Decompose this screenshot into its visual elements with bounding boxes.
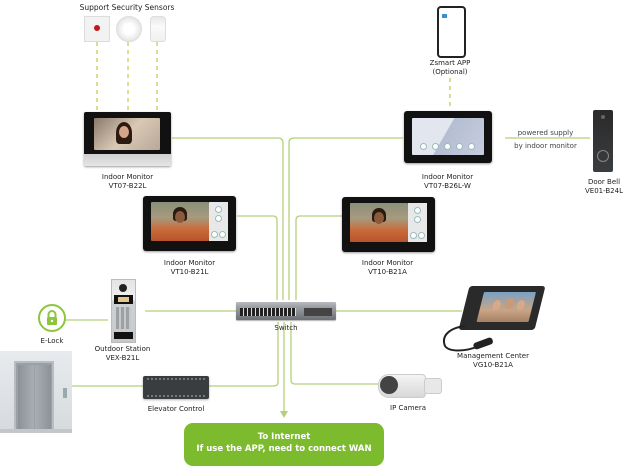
doorbell-camera-icon: [601, 115, 605, 119]
arrow-down-icon: [280, 411, 288, 418]
wire-monitor-b21a: [295, 215, 342, 300]
monitor-screen: [412, 118, 484, 155]
camera-lens-icon: [380, 376, 398, 394]
outdoor-camera-icon: [119, 284, 127, 292]
elevator-control-device: [143, 376, 209, 399]
powered-supply-note-1: powered supply: [517, 129, 574, 137]
wire-monitor-b22l: [172, 137, 284, 300]
elock-name: E-Lock: [40, 337, 64, 345]
outdoor-display: [114, 295, 133, 304]
doorbell-device: [593, 110, 613, 172]
switch-name: Switch: [274, 324, 298, 332]
smoke-detector-sensor: [116, 16, 142, 42]
handset-icon: [443, 325, 493, 352]
powered-supply-note-2: by indoor monitor: [514, 142, 577, 150]
monitor-screen: [350, 203, 408, 242]
monitor-vt07-b26l-w-model: VT07-B26L-W: [424, 182, 471, 190]
emergency-button-sensor: [84, 16, 110, 42]
outdoor-station-model: VEX-B21L: [105, 354, 140, 362]
internet-note: If use the APP, need to connect WAN: [196, 444, 372, 454]
app-note: (Optional): [432, 68, 468, 76]
monitor-vt10-b21l: [143, 196, 236, 251]
monitor-side-panel: [209, 202, 228, 241]
app-tile-icon: [442, 14, 447, 18]
monitor-screen: [94, 118, 160, 150]
switch-ports: [240, 308, 296, 316]
internet-box: To Internet If use the APP, need to conn…: [184, 423, 384, 466]
phone-app: [437, 6, 466, 58]
doorbell-model: VE01-B24L: [584, 187, 623, 195]
elevator-call-panel: [63, 388, 67, 398]
internet-title: To Internet: [257, 432, 311, 442]
wire-elevator-control: [208, 322, 279, 387]
monitor-vt10-b21a-name: Indoor Monitor: [361, 259, 414, 267]
monitor-vt10-b21l-model: VT10-B21L: [170, 268, 209, 276]
monitor-screen: [151, 202, 209, 241]
wire-monitor-b21l: [237, 215, 278, 300]
pir-sensor: [150, 16, 166, 42]
elevator-control-name: Elevator Control: [147, 405, 205, 413]
outdoor-keypad: [116, 307, 131, 329]
monitor-vt10-b21a: [342, 197, 435, 252]
monitor-vt07-b26l-w: [404, 111, 492, 163]
ip-camera-device: [378, 372, 442, 398]
outdoor-card-reader: [114, 332, 133, 339]
wire-ip-camera: [290, 322, 378, 385]
elevator-image: [0, 351, 72, 433]
monitor-vt10-b21l-name: Indoor Monitor: [163, 259, 216, 267]
wire-monitor-b26l: [288, 137, 403, 300]
switch-panel: [304, 308, 332, 316]
management-center-model: VG10-B21A: [473, 361, 513, 369]
network-switch-device: [236, 302, 336, 320]
app-name: Zsmart APP: [429, 59, 471, 67]
monitor-vt10-b21a-model: VT10-B21A: [368, 268, 407, 276]
elock-badge: [38, 304, 66, 332]
outdoor-station-name: Outdoor Station: [94, 345, 151, 353]
monitor-vt07-b22l: [84, 112, 171, 166]
monitor-vt07-b26l-w-name: Indoor Monitor: [421, 173, 474, 181]
monitor-vt07-b22l-name: Indoor Monitor: [101, 173, 154, 181]
sensors-title: Support Security Sensors: [79, 3, 175, 12]
monitor-side-panel: [408, 203, 427, 242]
management-center-name: Management Center: [457, 352, 529, 360]
lock-icon: [47, 310, 57, 325]
monitor-vt07-b22l-model: VT07-B22L: [108, 182, 147, 190]
emergency-button-icon: [94, 25, 100, 31]
elevator-door-frame: [14, 361, 54, 431]
doorbell-button-icon: [597, 150, 609, 162]
outdoor-station-device: [111, 279, 136, 343]
doorbell-name: Door Bell: [587, 178, 621, 186]
ip-camera-name: IP Camera: [390, 404, 426, 412]
